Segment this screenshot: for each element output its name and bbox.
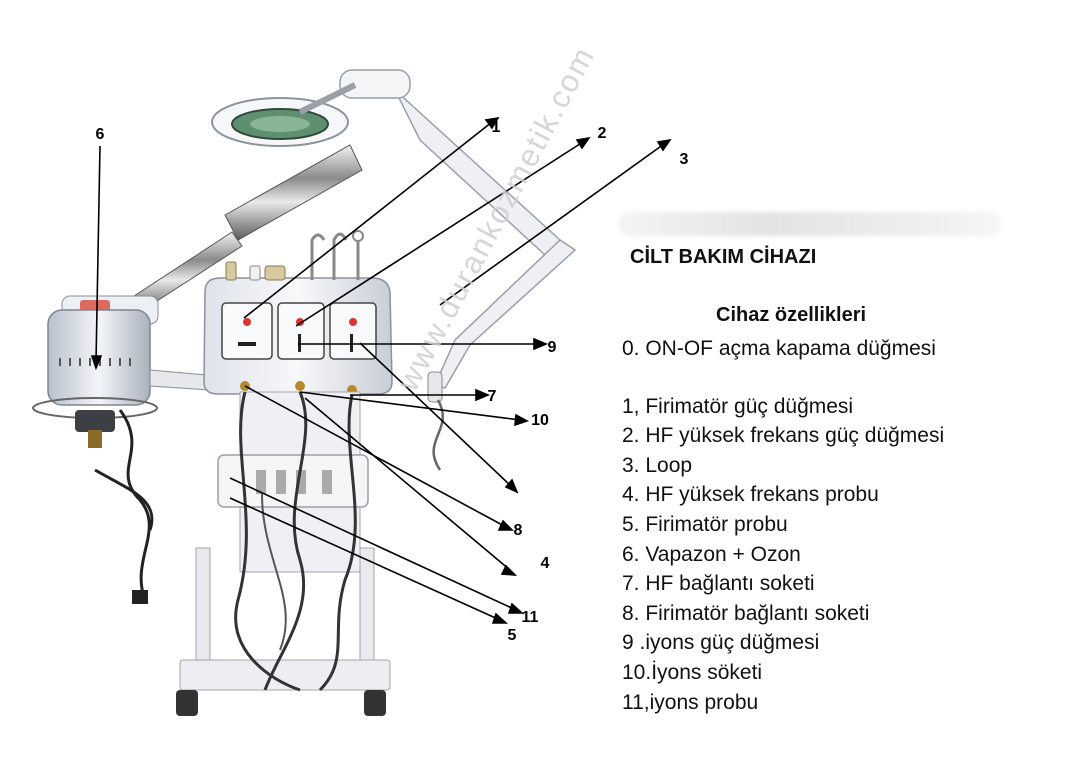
- feature-item: 4. HF yüksek frekans probu: [622, 483, 879, 507]
- callout-label-9: 9: [548, 339, 557, 356]
- callout-label-10: 10: [531, 412, 549, 429]
- callout-label-5: 5: [508, 627, 517, 644]
- trolley-stand: [176, 391, 391, 716]
- callout-label-6: 6: [96, 126, 105, 143]
- callout-label-8: 8: [514, 522, 523, 539]
- feature-item: 8. Firimatör bağlantı soketi: [622, 601, 870, 625]
- features-gap: [622, 364, 1072, 392]
- feature-item: 7. HF bağlantı soketi: [622, 572, 815, 596]
- feature-item: 3. Loop: [622, 453, 693, 477]
- features-list: 0. ON-OF açma kapama düğmesi 1, Firimatö…: [622, 334, 1072, 717]
- watermark-blur: [618, 212, 1002, 236]
- callout-label-2: 2: [598, 125, 607, 142]
- feature-item: 1, Firimatör güç düğmesi: [622, 394, 854, 418]
- page-title: CİLT BAKIM CİHAZI: [630, 246, 817, 268]
- vapozone-steamer: [32, 144, 363, 604]
- magnifier-lamp: [211, 69, 577, 471]
- feature-item: 0. ON-OF açma kapama düğmesi: [622, 337, 936, 360]
- callout-label-4: 4: [541, 555, 550, 572]
- callout-label-7: 7: [488, 388, 497, 405]
- feature-item: 11,iyons probu: [622, 690, 759, 714]
- feature-item: 10.İyons söketi: [622, 660, 763, 684]
- feature-item: 9 .iyons güç düğmesi: [622, 631, 820, 655]
- callout-label-1: 1: [492, 119, 501, 136]
- callout-leaders: [90, 116, 672, 624]
- callout-label-3: 3: [680, 151, 689, 168]
- feature-item: 2. HF yüksek frekans güç düğmesi: [622, 424, 945, 448]
- callout-label-11: 11: [522, 609, 539, 626]
- control-console: [203, 230, 393, 395]
- feature-item: 6. Vapazon + Ozon: [622, 542, 801, 566]
- features-heading: Cihaz özellikleri: [716, 304, 867, 326]
- feature-item: 5. Firimatör probu: [622, 512, 788, 536]
